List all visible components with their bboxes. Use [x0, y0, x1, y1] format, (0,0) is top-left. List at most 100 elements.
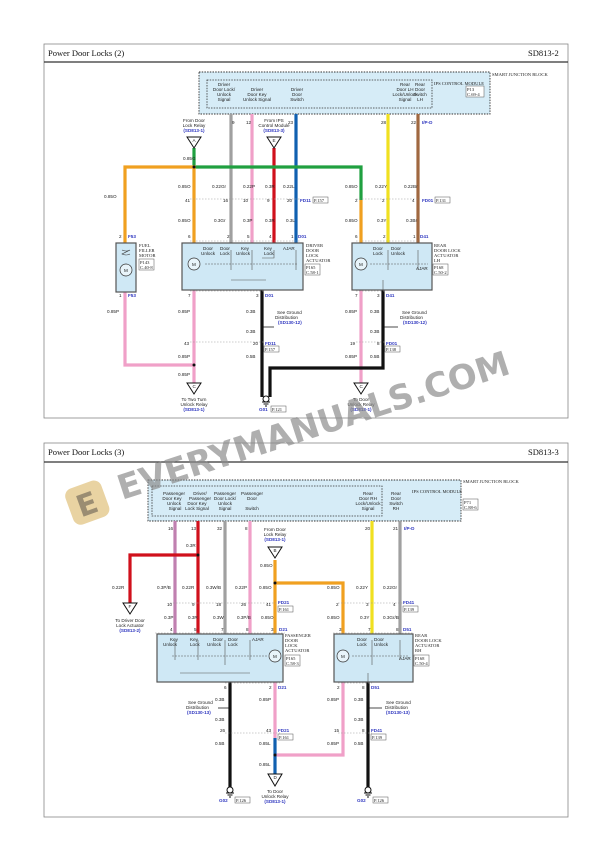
svg-text:FD11: FD11 — [300, 198, 311, 203]
svg-text:Unlock: Unlock — [391, 251, 406, 256]
svg-text:C.88-6: C.88-6 — [464, 505, 477, 510]
svg-text:0.3P: 0.3P — [164, 615, 173, 620]
svg-text:Unlock: Unlock — [167, 501, 182, 506]
svg-text:IPS CONTROL MODULE: IPS CONTROL MODULE — [434, 81, 484, 86]
svg-text:(SD813-2): (SD813-2) — [119, 628, 141, 633]
svg-text:F53: F53 — [128, 234, 136, 239]
svg-text:Unlock: Unlock — [207, 642, 222, 647]
svg-text:6: 6 — [224, 685, 227, 690]
svg-text:Door: Door — [213, 637, 223, 642]
svg-text:Door: Door — [357, 637, 367, 642]
svg-text:10: 10 — [167, 602, 173, 607]
svg-text:Rear: Rear — [415, 82, 425, 87]
svg-text:18: 18 — [216, 602, 222, 607]
svg-text:4: 4 — [412, 198, 415, 203]
svg-text:4: 4 — [269, 234, 272, 239]
svg-text:P165: P165 — [286, 656, 296, 661]
svg-text:G02: G02 — [219, 798, 228, 803]
svg-text:0.3L: 0.3L — [286, 218, 295, 223]
svg-text:Rear: Rear — [391, 491, 401, 496]
svg-text:16: 16 — [168, 526, 174, 531]
svg-text:Door: Door — [228, 637, 238, 642]
svg-text:0.22R: 0.22R — [182, 585, 195, 590]
svg-text:20: 20 — [287, 198, 293, 203]
svg-text:0.85P: 0.85P — [178, 372, 190, 377]
svg-text:MOTOR: MOTOR — [139, 253, 156, 258]
svg-text:26: 26 — [220, 728, 226, 733]
svg-text:From IPS: From IPS — [264, 118, 283, 123]
svg-text:P.126: P.126 — [374, 798, 385, 803]
svg-text:DOOR LOCK: DOOR LOCK — [434, 248, 461, 253]
svg-text:ACTUATOR: ACTUATOR — [415, 643, 440, 648]
svg-text:3: 3 — [256, 293, 259, 298]
svg-text:F53: F53 — [128, 293, 136, 298]
svg-text:Signal: Signal — [169, 506, 182, 511]
svg-text:Door RH: Door RH — [359, 496, 377, 501]
page-title: Power Door Locks (3) — [48, 447, 124, 457]
svg-text:Driver: Driver — [218, 82, 231, 87]
svg-text:Signal: Signal — [219, 506, 232, 511]
svg-text:0.3Gr: 0.3Gr — [214, 218, 226, 223]
svg-text:0.3Br: 0.3Br — [406, 218, 417, 223]
svg-text:LH: LH — [417, 97, 423, 102]
svg-text:FD41: FD41 — [403, 600, 415, 605]
svg-text:0.3Y: 0.3Y — [377, 218, 386, 223]
svg-text:0.3R: 0.3R — [186, 543, 196, 548]
svg-text:2: 2 — [337, 685, 340, 690]
svg-text:0.85P: 0.85P — [327, 697, 339, 702]
svg-text:P.139: P.139 — [404, 607, 415, 612]
svg-text:P.121: P.121 — [272, 407, 283, 412]
svg-text:Door: Door — [391, 496, 401, 501]
svg-text:See Ground: See Ground — [386, 700, 411, 705]
svg-text:8: 8 — [362, 685, 365, 690]
svg-text:A: A — [193, 138, 197, 143]
svg-text:0.85O: 0.85O — [261, 615, 274, 620]
svg-text:SMART JUNCTION BLOCK: SMART JUNCTION BLOCK — [492, 72, 548, 77]
svg-text:Lock: Lock — [190, 642, 200, 647]
svg-text:Driver/: Driver/ — [193, 491, 207, 496]
svg-text:Door: Door — [247, 496, 257, 501]
svg-text:Key: Key — [170, 637, 179, 642]
svg-text:Door: Door — [391, 246, 401, 251]
svg-text:To Driver Door: To Driver Door — [115, 618, 145, 623]
svg-text:0.3B: 0.3B — [354, 717, 363, 722]
svg-text:Switch: Switch — [245, 506, 259, 511]
svg-text:LH: LH — [434, 258, 441, 263]
svg-text:E: E — [273, 138, 276, 143]
svg-text:RH: RH — [393, 506, 400, 511]
svg-text:Unlock: Unlock — [201, 251, 216, 256]
svg-text:Rear: Rear — [363, 491, 373, 496]
panel-power-door-locks-2: Power Door Locks (2) SD813-2 SMART JUNCT… — [43, 43, 569, 419]
svg-text:(SD130-13): (SD130-13) — [187, 710, 211, 715]
svg-text:REAR: REAR — [434, 243, 447, 248]
svg-text:G01: G01 — [259, 407, 268, 412]
svg-text:Door: Door — [203, 246, 213, 251]
svg-text:Lock: Lock — [357, 642, 367, 647]
svg-text:To Door: To Door — [353, 397, 370, 402]
svg-text:Signal: Signal — [218, 97, 231, 102]
svg-text:0.85O: 0.85O — [327, 615, 340, 620]
svg-text:C.40-8: C.40-8 — [140, 265, 153, 270]
svg-text:0.85L: 0.85L — [259, 741, 271, 746]
svg-text:Key: Key — [190, 637, 199, 642]
svg-text:2: 2 — [336, 602, 339, 607]
svg-text:9: 9 — [192, 602, 195, 607]
svg-text:0.85P: 0.85P — [345, 354, 357, 359]
svg-text:FUEL: FUEL — [139, 243, 151, 248]
svg-text:3: 3 — [366, 602, 369, 607]
svg-text:Door Key: Door Key — [187, 501, 207, 506]
svg-text:P.131: P.131 — [436, 198, 447, 203]
svg-text:0.22Y: 0.22Y — [375, 184, 387, 189]
svg-text:P.157: P.157 — [314, 198, 325, 203]
